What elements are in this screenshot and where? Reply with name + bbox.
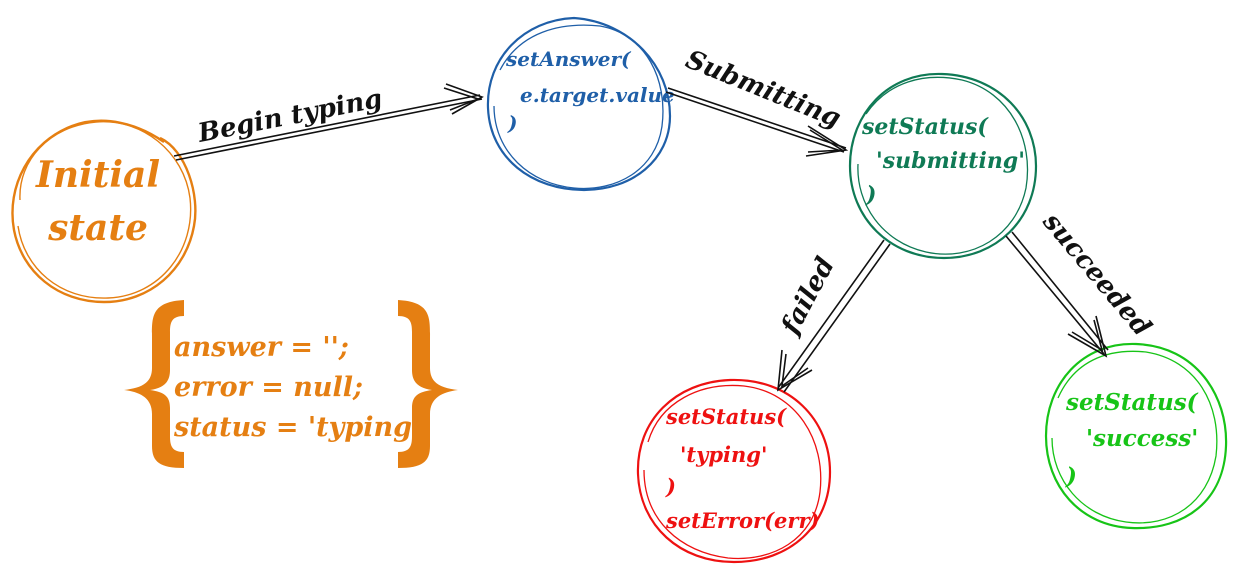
edge-submitting-arrowhead bbox=[805, 125, 849, 157]
left-curly-brace bbox=[124, 300, 184, 468]
submitting-circle bbox=[848, 72, 1038, 260]
failed-line1: setStatus( bbox=[665, 404, 787, 429]
submitting-line1: setStatus( bbox=[861, 114, 989, 140]
success-circle bbox=[1044, 342, 1228, 530]
submitting-line2: 'submitting' bbox=[876, 148, 1025, 174]
state-line-error: error = null; bbox=[174, 372, 363, 403]
edge-begin-typing-line bbox=[173, 94, 483, 161]
failed-line2: 'typing' bbox=[680, 442, 767, 467]
failed-circle-sketch bbox=[643, 384, 822, 560]
set-answer-circle-sketch bbox=[493, 24, 664, 190]
edge-failed-arrowhead bbox=[777, 349, 813, 392]
node-initial-state: Initial state bbox=[11, 119, 197, 304]
submitting-circle-sketch bbox=[857, 76, 1029, 255]
initial-state-circle bbox=[11, 119, 197, 304]
edge-begin-typing-arrowhead bbox=[443, 83, 484, 115]
edge-submitting-line bbox=[665, 87, 847, 153]
edge-label-succeeded: succeeded bbox=[1036, 206, 1157, 342]
state-line-status: status = 'typing' bbox=[173, 412, 420, 443]
edge-submitting: Submitting bbox=[665, 45, 849, 157]
initial-state-label-line1: Initial bbox=[35, 154, 160, 196]
success-line2: 'success' bbox=[1086, 425, 1198, 452]
submitting-line3: ) bbox=[865, 182, 876, 208]
set-answer-line1: setAnswer( bbox=[505, 47, 632, 71]
failed-circle bbox=[636, 378, 832, 564]
edge-label-begin-typing: Begin typing bbox=[195, 84, 385, 149]
initial-state-label-line2: state bbox=[47, 207, 148, 249]
failed-line3: ) bbox=[665, 474, 676, 499]
failed-line4: setError(err) bbox=[665, 508, 819, 533]
edge-begin-typing: Begin typing bbox=[173, 83, 484, 161]
set-answer-circle bbox=[486, 16, 672, 192]
edge-failed: failed bbox=[775, 239, 891, 393]
edge-failed-line bbox=[777, 239, 891, 393]
node-set-status-typing-error: setStatus( 'typing' ) setError(err) bbox=[636, 378, 832, 564]
success-circle-sketch bbox=[1051, 350, 1218, 524]
success-line1: setStatus( bbox=[1065, 389, 1199, 416]
node-set-status-submitting: setStatus( 'submitting' ) bbox=[848, 72, 1038, 260]
initial-values-block: answer = ''; error = null; status = 'typ… bbox=[124, 300, 458, 468]
set-answer-line3: ) bbox=[507, 111, 517, 135]
success-line3: ) bbox=[1065, 463, 1077, 490]
right-curly-brace bbox=[398, 300, 458, 468]
edge-succeeded-line bbox=[1005, 231, 1109, 355]
edge-succeeded-arrowhead bbox=[1067, 315, 1108, 358]
edge-succeeded: succeeded bbox=[1005, 206, 1157, 358]
set-answer-line2: e.target.value bbox=[520, 83, 675, 107]
initial-state-circle-sketch bbox=[17, 121, 192, 299]
node-set-answer: setAnswer( e.target.value ) bbox=[486, 16, 675, 192]
node-set-status-success: setStatus( 'success' ) bbox=[1044, 342, 1228, 530]
state-line-answer: answer = ''; bbox=[174, 332, 349, 363]
